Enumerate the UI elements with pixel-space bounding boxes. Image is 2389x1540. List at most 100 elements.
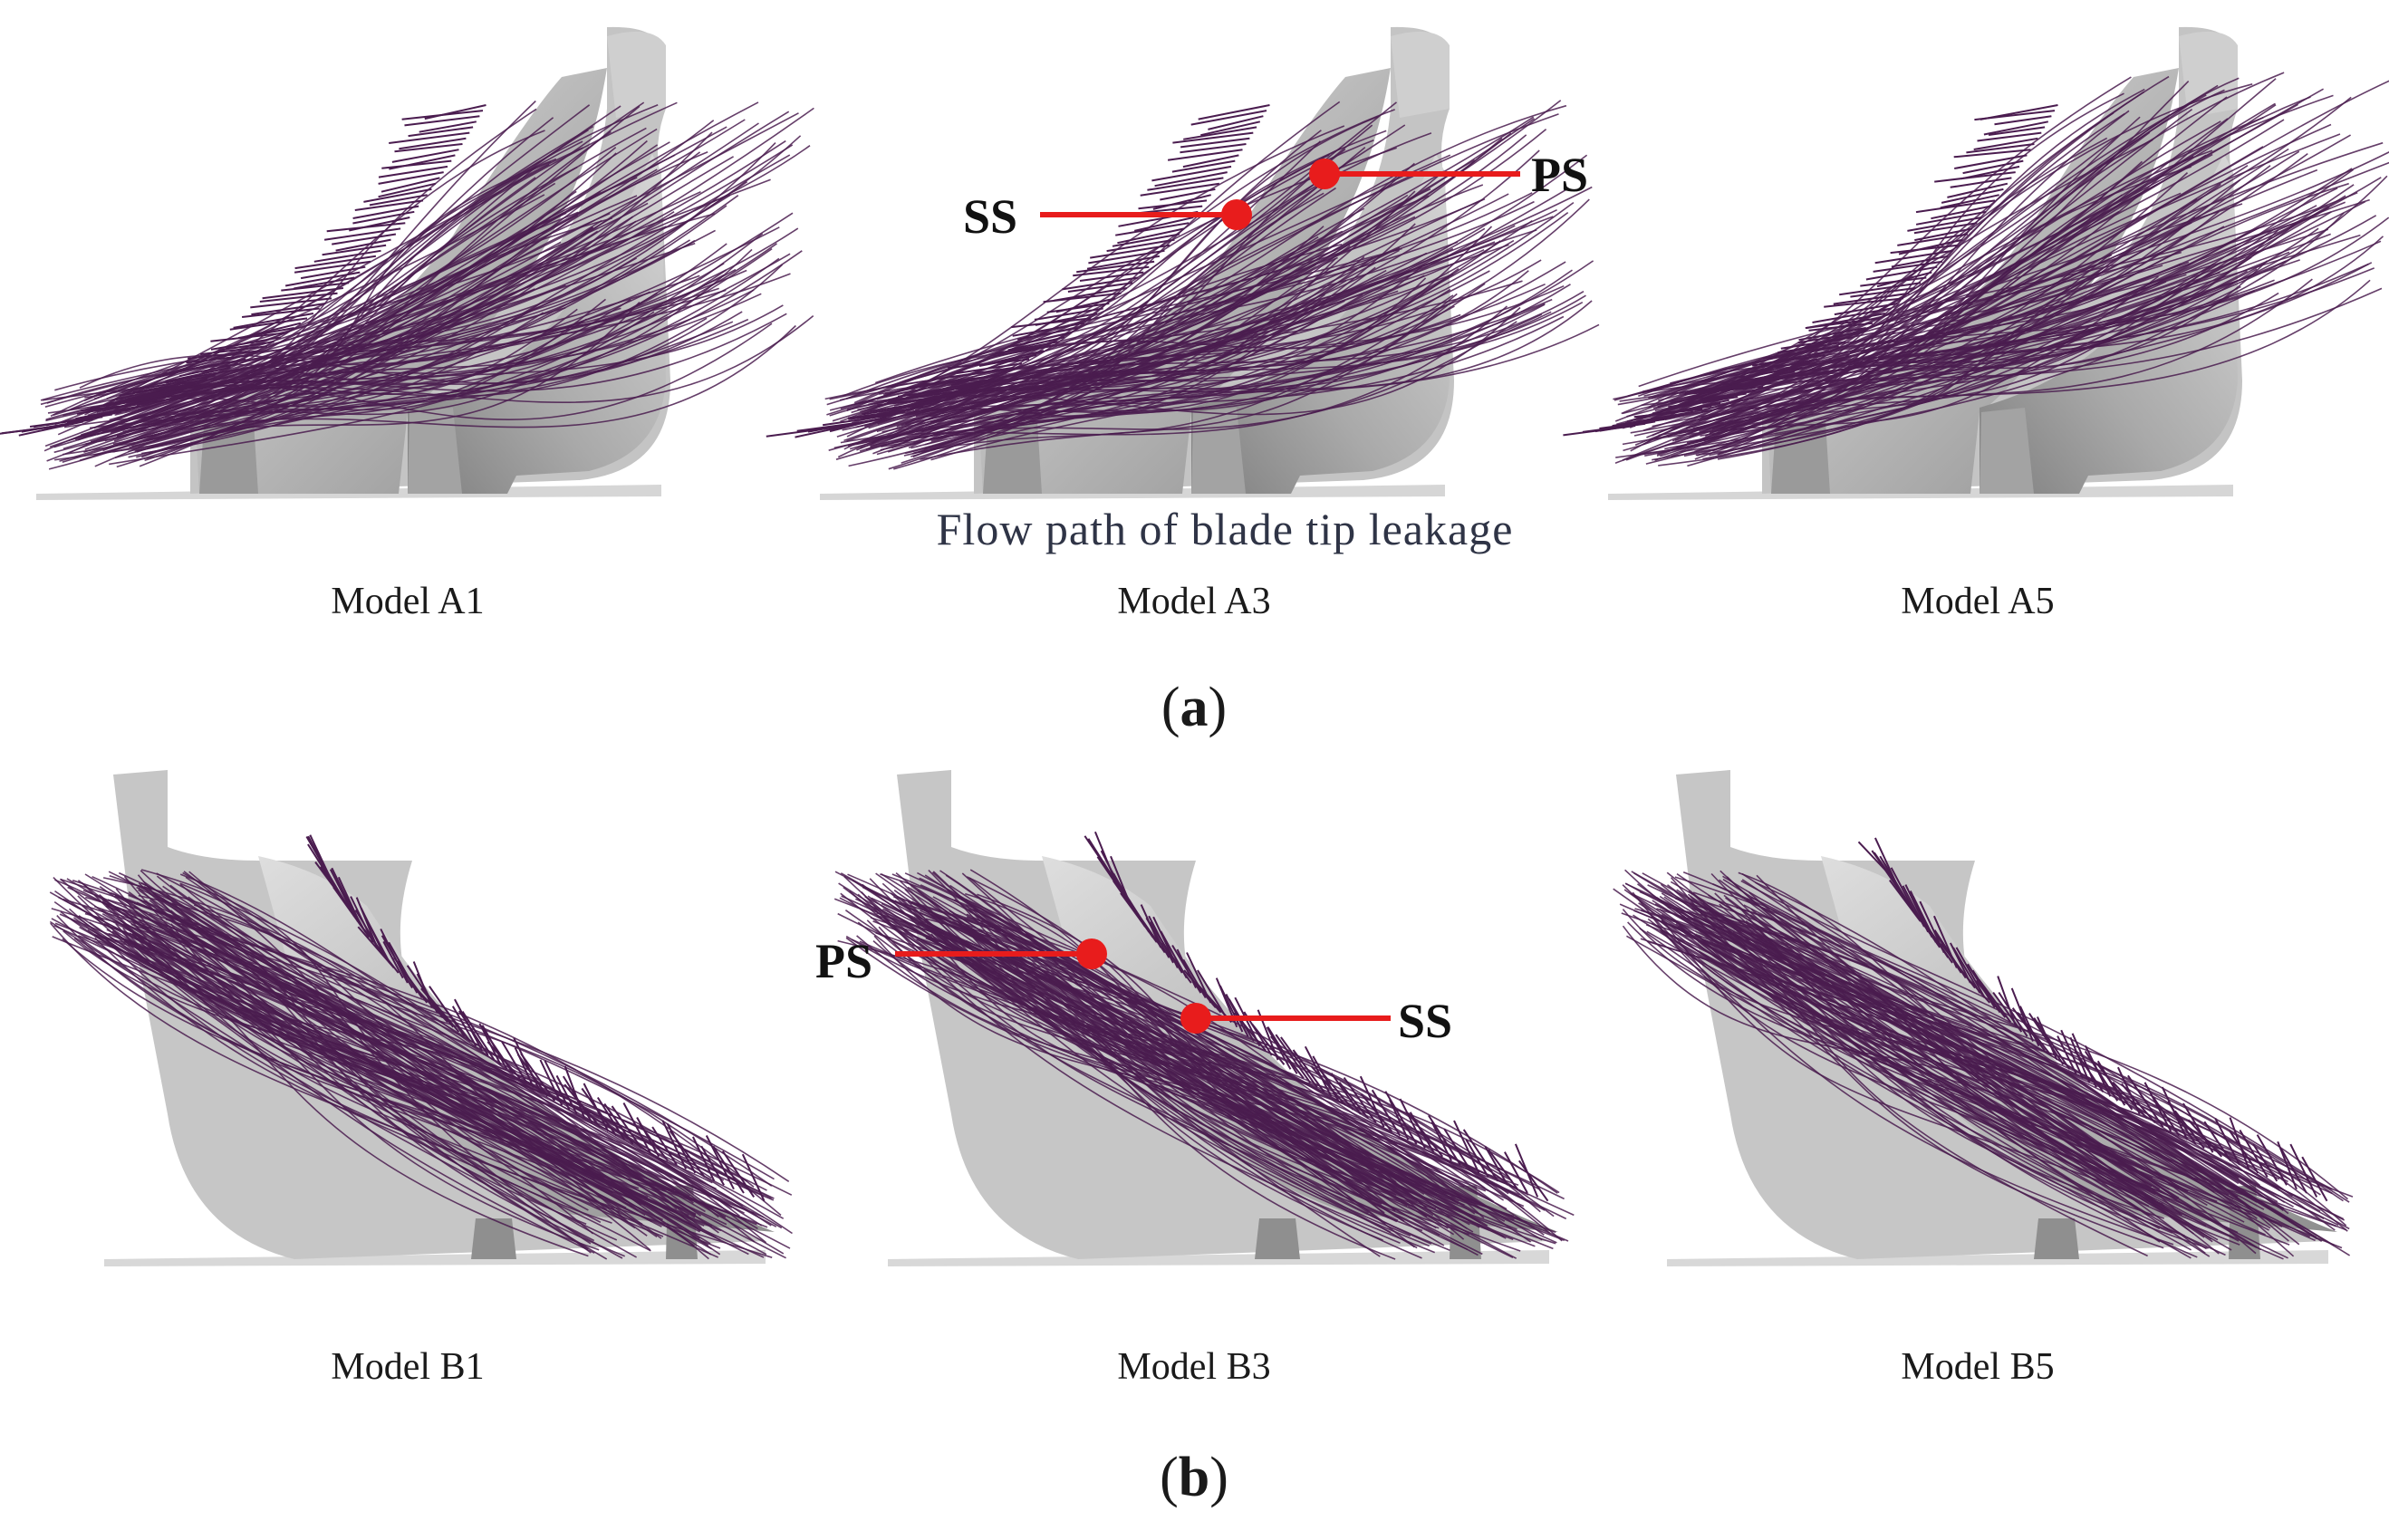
hatch-line: [544, 1060, 571, 1111]
hatch-line: [1975, 979, 2007, 1018]
streamline: [128, 263, 554, 453]
streamline: [1679, 94, 2334, 404]
hatch-line: [1612, 410, 1694, 428]
streamline: [1691, 921, 2346, 1221]
streamline: [1749, 914, 2283, 1227]
hatch-line: [1389, 1099, 1410, 1141]
hatch-line: [2028, 1013, 2065, 1065]
blade-root-1: [471, 1218, 516, 1259]
hatch-line: [993, 345, 1051, 358]
hatch-line: [1718, 378, 1780, 390]
blade-primary: [1821, 856, 2337, 1232]
hatch-line: [1992, 992, 2023, 1033]
streamline: [1720, 253, 2111, 430]
hatch-line: [294, 260, 371, 274]
hatch-line: [313, 249, 381, 263]
streamline: [63, 214, 579, 456]
model-a3-label: Model A3: [1117, 581, 1271, 622]
hatch-line: [1998, 991, 2028, 1037]
hatch-line: [636, 1117, 660, 1158]
hatch-line: [1915, 210, 1987, 226]
streamline: [188, 896, 765, 1218]
hatch-line: [187, 350, 261, 360]
streamline: [94, 937, 651, 1252]
hatch-line: [1955, 964, 1991, 1004]
hatch-line: [1086, 255, 1161, 270]
streamline: [51, 918, 595, 1254]
panel-model-a3: [766, 26, 1600, 500]
hatch-line: [408, 126, 474, 138]
marker-ss-b3-dot: [1180, 1003, 1211, 1034]
streamline: [876, 915, 1545, 1236]
hatch-line: [700, 1145, 725, 1186]
hatch-line: [21, 418, 93, 433]
hatch-line: [250, 297, 332, 309]
hatch-line: [199, 345, 267, 356]
streamline: [105, 194, 545, 409]
hatch-line: [927, 381, 984, 396]
streamline: [864, 896, 1461, 1198]
hatch-line: [1891, 255, 1949, 268]
streamline: [930, 928, 1541, 1191]
blade-tip-cap: [1391, 31, 1450, 119]
hatch-line: [1147, 177, 1224, 191]
tip-leakage-hatch: [766, 104, 1270, 438]
panel-label-b: (b): [1160, 1447, 1228, 1508]
streamline: [89, 921, 643, 1226]
streamline: [903, 198, 1483, 417]
hatch-line: [1952, 947, 1981, 994]
hatch-line: [705, 1135, 735, 1190]
hatch-line: [74, 408, 131, 421]
hatch-line: [378, 182, 437, 198]
hatch-line: [564, 1083, 602, 1128]
hatch-line: [1920, 917, 1953, 964]
streamline: [1750, 896, 2159, 1187]
hatch-line: [1035, 313, 1098, 326]
hatch-line: [165, 366, 231, 383]
hatch-line: [2120, 1083, 2156, 1124]
streamline: [930, 115, 1379, 423]
tip-leakage-hatch: [1563, 104, 2058, 437]
hatch-line: [1079, 271, 1144, 282]
streamline: [1622, 925, 2180, 1189]
hatch-line: [186, 354, 254, 364]
streamline: [1662, 235, 2187, 397]
hatch-line: [322, 244, 387, 256]
hatch-line: [1180, 137, 1250, 149]
model-b5-label: Model B5: [1901, 1346, 2055, 1388]
hatch-line: [1012, 322, 1085, 337]
hatch-line: [1067, 282, 1133, 293]
streamline: [874, 290, 1399, 421]
streamline: [1697, 260, 2269, 403]
hatch-line: [1914, 227, 1973, 242]
hatch-line: [1208, 115, 1264, 130]
hatch-line: [391, 149, 459, 163]
hatch-line: [1034, 307, 1103, 321]
streamline: [93, 934, 785, 1255]
streamline: [1638, 191, 2358, 388]
hatch-line: [1008, 332, 1072, 349]
streamline: [1702, 168, 2355, 460]
hatch-line: [2127, 1074, 2164, 1128]
hatch-line: [870, 399, 941, 413]
hatch-line: [1129, 901, 1166, 954]
hatch-line: [2010, 987, 2034, 1042]
hatch-line: [1983, 120, 2048, 136]
streamline: [1739, 906, 2290, 1246]
hatch-line: [2280, 1148, 2307, 1194]
hatch-line: [458, 1010, 489, 1056]
hatch-line: [378, 165, 448, 178]
hatch-line: [1219, 985, 1244, 1033]
hatch-line: [382, 940, 404, 979]
marker-ps-b3-dot: [1076, 938, 1107, 969]
streamline: [855, 208, 1557, 428]
hatch-line: [411, 984, 449, 1024]
streamline: [1665, 270, 2248, 447]
hatch-line: [2229, 1130, 2259, 1174]
hatch-line: [1839, 282, 1922, 296]
hatch-line: [956, 362, 1023, 374]
hatch-line: [284, 271, 361, 287]
streamline: [1659, 929, 2174, 1246]
streamline: [843, 886, 1440, 1188]
hatch-line: [1876, 271, 1932, 288]
